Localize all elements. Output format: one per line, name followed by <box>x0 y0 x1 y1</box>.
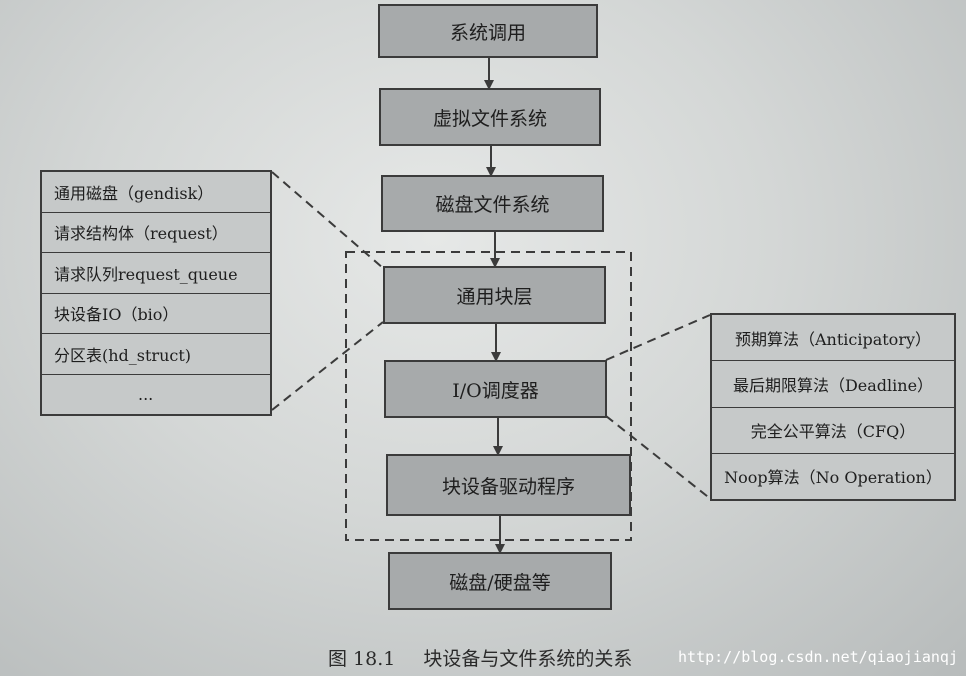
leader-right-top <box>605 314 711 361</box>
io-scheduler-algorithms-stack: 预期算法（Anticipatory） 最后期限算法（Deadline） 完全公平… <box>710 313 956 501</box>
leader-left-top <box>271 171 384 269</box>
watermark-url: http://blog.csdn.net/qiaojianqj <box>678 648 958 666</box>
scheduler-row: Noop算法（No Operation） <box>724 468 942 488</box>
structure-row: 请求队列request_queue <box>42 253 270 294</box>
block-layer-dashed-boundary <box>345 251 632 541</box>
box-io-scheduler: I/O调度器 <box>384 360 607 418</box>
structure-row: 请求结构体（request） <box>42 213 270 253</box>
figure-caption: 图 18.1 块设备与文件系统的关系 <box>328 644 632 671</box>
box-block-device-driver: 块设备驱动程序 <box>386 454 631 516</box>
box-disk-hardware: 磁盘/硬盘等 <box>388 552 612 610</box>
structure-row: 块设备IO（bio） <box>42 294 270 334</box>
box-disk-file-system: 磁盘文件系统 <box>381 175 604 232</box>
scheduler-row: 最后期限算法（Deadline） <box>712 361 954 408</box>
box-virtual-file-system: 虚拟文件系统 <box>379 88 601 146</box>
box-system-call: 系统调用 <box>378 4 598 58</box>
block-structures-stack: 通用磁盘（gendisk） 请求结构体（request） 请求队列request… <box>40 170 272 416</box>
box-generic-block-layer: 通用块层 <box>383 266 606 324</box>
scheduler-row: 预期算法（Anticipatory） <box>712 315 954 362</box>
structure-row: ... <box>138 384 154 404</box>
leader-left-bottom <box>271 321 384 411</box>
scheduler-row: 完全公平算法（CFQ） <box>712 408 954 454</box>
figure-number: 图 18.1 <box>328 648 396 670</box>
structure-row: 分区表(hd_struct) <box>42 334 270 375</box>
leader-right-bottom <box>605 415 713 501</box>
figure-title: 块设备与文件系统的关系 <box>423 648 633 670</box>
structure-row: 通用磁盘（gendisk） <box>42 172 270 213</box>
